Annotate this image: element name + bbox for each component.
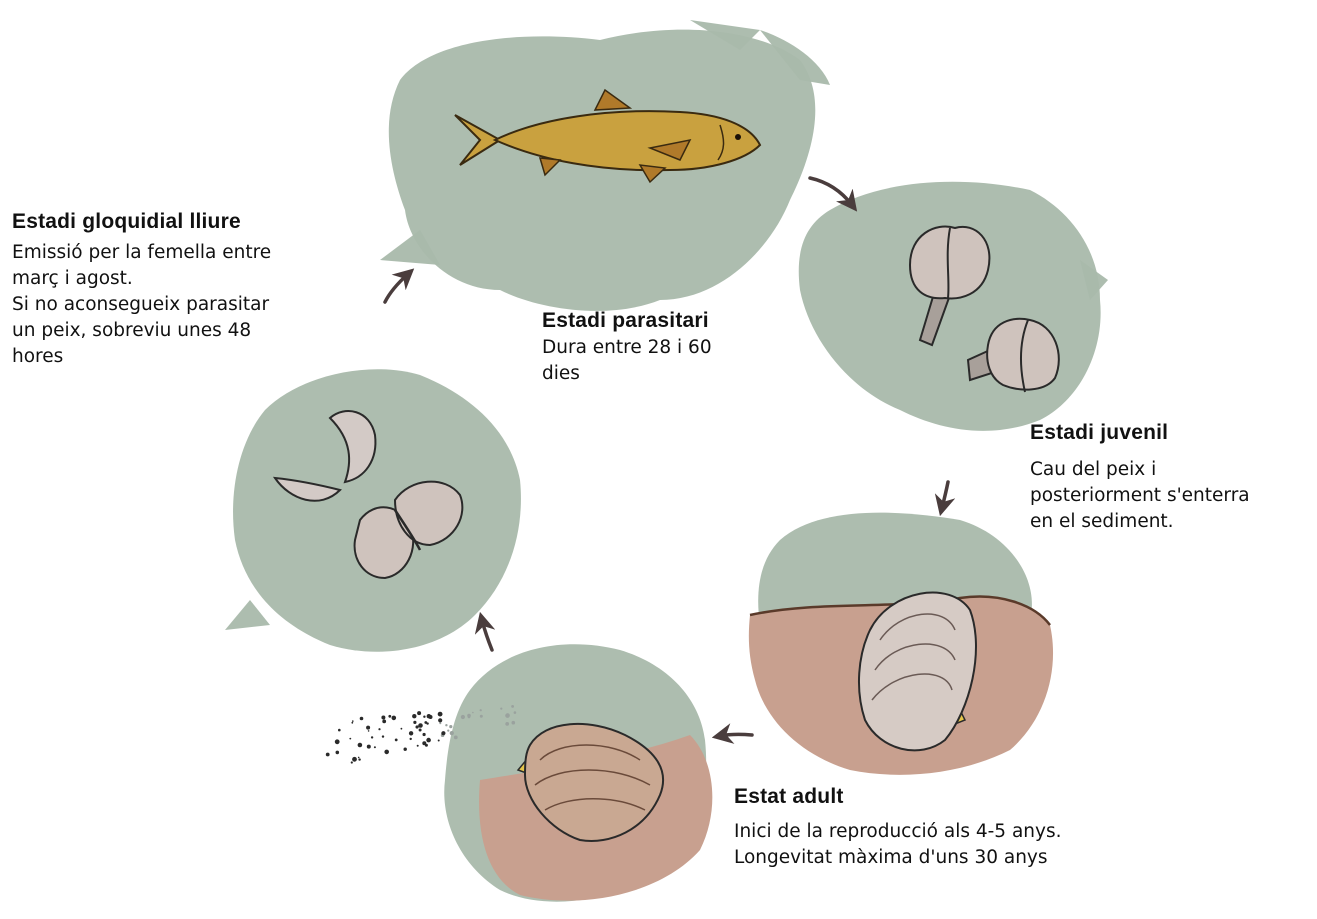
- adult-stage-title: Estat adult: [734, 785, 1062, 809]
- glochidium-dot: [461, 715, 465, 719]
- glochidium-dot: [438, 712, 443, 717]
- parasitic-stage-description: Dura entre 28 i 60 dies: [542, 335, 712, 387]
- glochidium-dot: [445, 724, 447, 726]
- juvenile-stage-blob: [799, 182, 1108, 431]
- glochidium-dot: [514, 711, 517, 714]
- glochidium-dot: [447, 730, 449, 732]
- juvenile-stage-description: Cau del peix i posteriorment s'enterra e…: [1030, 457, 1250, 535]
- glochidium-dot: [426, 738, 431, 743]
- glochidium-dot: [358, 757, 360, 759]
- glochidium-dot: [450, 731, 454, 735]
- glochidium-dot: [454, 736, 458, 740]
- glochidium-dot: [392, 716, 397, 721]
- glochidium-dot: [368, 730, 370, 732]
- glochidium-dot: [352, 757, 357, 762]
- glochidium-dot: [326, 753, 330, 757]
- glochidium-dot: [381, 716, 385, 720]
- glochidium-dot: [417, 745, 419, 747]
- glochidium-dot: [382, 720, 386, 724]
- glochidium-dot: [395, 739, 398, 742]
- glochidium-dot: [472, 712, 474, 714]
- glochidium-dot: [413, 721, 416, 724]
- glochidium-dot: [419, 729, 422, 732]
- glochidium-dot: [418, 723, 423, 728]
- free-stage-title: Estadi gloquidial lliure: [12, 210, 271, 234]
- glochidium-dot: [367, 745, 371, 749]
- glochidium-dot: [352, 720, 354, 722]
- glochidium-dot: [382, 735, 384, 737]
- glochidium-dot: [416, 725, 419, 728]
- juvenile-stage-title: Estadi juvenil: [1030, 421, 1250, 445]
- glochidium-dot: [467, 714, 471, 718]
- arrow-parasitic-to-juvenile: [810, 178, 852, 205]
- glochidium-dot: [441, 731, 445, 735]
- glochidium-dot: [366, 726, 370, 730]
- glochidium-dot: [427, 714, 431, 718]
- glochidium-dot: [423, 716, 425, 718]
- glochidium-dot: [360, 717, 364, 721]
- glochidium-dot: [351, 761, 353, 763]
- glochidium-dot: [388, 715, 391, 718]
- free-stage-label: Estadi gloquidial lliure Emissió per la …: [12, 210, 271, 370]
- parasitic-stage-title: Estadi parasitari: [542, 309, 712, 333]
- glochidium-dot: [512, 721, 516, 725]
- glochidium-dot: [351, 722, 353, 724]
- glochidium-dot: [426, 722, 428, 724]
- glochidium-dot: [338, 729, 341, 732]
- glochidium-dot: [449, 725, 452, 728]
- glochidium-dot: [417, 711, 421, 715]
- glochidium-dot: [401, 728, 403, 730]
- parasitic-stage-label: Estadi parasitari Dura entre 28 i 60 die…: [542, 309, 712, 387]
- free-stage-description: Emissió per la femella entre març i agos…: [12, 240, 271, 370]
- glochidium-dot: [371, 736, 373, 738]
- glochidium-dot: [439, 722, 441, 724]
- glochidium-dot: [423, 733, 426, 736]
- glochidium-dot: [358, 743, 363, 748]
- glochidium-dot: [511, 705, 514, 708]
- glochidium-dot: [410, 738, 412, 740]
- glochidium-dot: [505, 713, 510, 718]
- glochidium-dot: [412, 714, 416, 718]
- glochidium-dot: [438, 740, 440, 742]
- glochidium-dot: [505, 722, 509, 726]
- glochidium-dot: [409, 731, 413, 735]
- adult-stage-label: Estat adult Inici de la reproducció als …: [734, 785, 1062, 871]
- arrow-spawning-to-free: [482, 620, 492, 650]
- glochidium-dot: [374, 746, 376, 748]
- glochidium-dot: [438, 718, 442, 722]
- glochidium-dot: [378, 728, 380, 730]
- arrow-adult-to-spawning: [720, 734, 752, 736]
- glochidium-dot: [358, 758, 360, 760]
- glochidium-dot: [404, 748, 407, 751]
- glochidium-dot: [480, 709, 482, 711]
- glochidium-dot: [335, 739, 340, 744]
- glochidium-dot: [384, 750, 389, 755]
- juvenile-stage-label: Estadi juvenil Cau del peix i posteriorm…: [1030, 421, 1250, 535]
- glochidium-dot: [480, 715, 483, 718]
- arrow-juvenile-to-adult: [942, 482, 948, 508]
- arrow-free-to-parasitic: [385, 274, 408, 302]
- glochidium-dot: [336, 751, 340, 755]
- glochidium-dot: [500, 708, 502, 710]
- adult-stage-description: Inici de la reproducció als 4-5 anys. Lo…: [734, 819, 1062, 871]
- glochidium-dot: [422, 741, 426, 745]
- glochidium-dot: [349, 738, 351, 740]
